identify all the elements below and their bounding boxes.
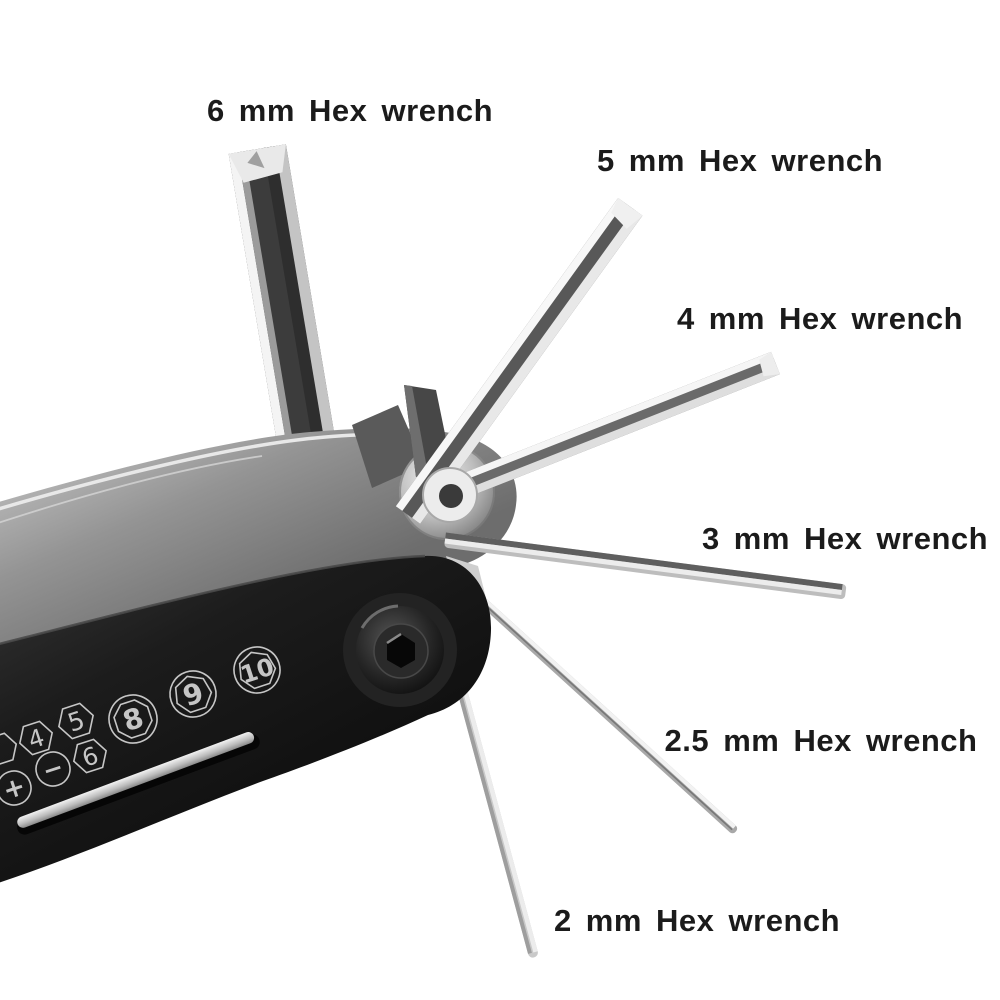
hex-wrench-6mm bbox=[228, 144, 347, 517]
pivot-bolt bbox=[343, 593, 457, 707]
callout-3mm: 3 mm Hex wrench bbox=[701, 521, 989, 556]
handle-slot bbox=[17, 732, 260, 835]
hex-wrench-4mm bbox=[443, 351, 780, 504]
marking-hex-cut bbox=[0, 731, 21, 767]
hex-wrench-5mm bbox=[395, 198, 643, 524]
tool-metal-arm bbox=[0, 428, 517, 657]
callout-4mm: 4 mm Hex wrench bbox=[676, 301, 964, 336]
wrench-5mm-tip-face bbox=[611, 198, 643, 229]
pivot-hub-axle bbox=[439, 484, 463, 508]
hex-wrench-2-5mm bbox=[466, 584, 738, 834]
wrench-4mm-tip-face bbox=[759, 351, 780, 377]
callout-2mm: 2 mm Hex wrench bbox=[553, 903, 841, 938]
callout-5mm: 5 mm Hex wrench bbox=[596, 143, 884, 178]
hex-wrench-2mm bbox=[457, 688, 538, 958]
callout-2-5mm: 2.5 mm Hex wrench bbox=[664, 723, 978, 758]
bolt-hex-socket bbox=[387, 634, 415, 668]
hex-wrench-3mm bbox=[444, 532, 847, 599]
handle-edge-highlight bbox=[0, 554, 426, 646]
callout-6mm: 6 mm Hex wrench bbox=[206, 93, 494, 128]
